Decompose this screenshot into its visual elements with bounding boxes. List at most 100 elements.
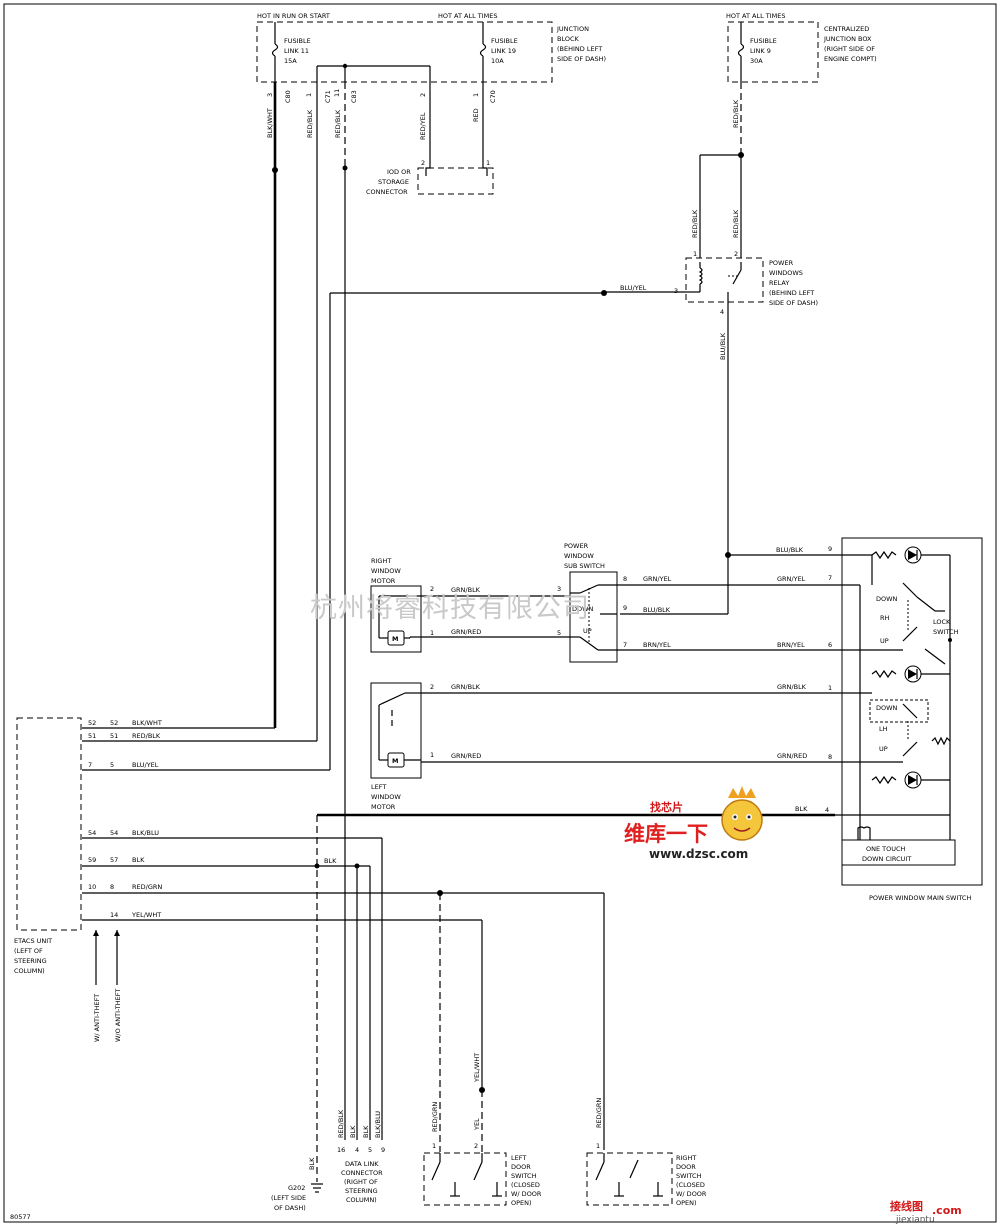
ld-label-3: SWITCH [511, 1172, 537, 1180]
relay-pin-4: 4 [720, 308, 724, 316]
weiku-watermark: 维库一下 [624, 822, 708, 846]
fl9-line3: 30A [750, 57, 763, 65]
sub-pin-9: 9 [623, 604, 627, 612]
gnd-label-2: (LEFT SIDE [271, 1194, 306, 1202]
wire-label-red: RED [472, 108, 480, 122]
dlc-label-1: DATA LINK [345, 1160, 379, 1168]
etacs-row5-b: 57 [110, 856, 118, 864]
main-pin-4: 4 [825, 806, 829, 814]
hot-all-times-label-2: HOT AT ALL TIMES [726, 12, 786, 20]
mascot-icon [721, 799, 763, 841]
rwm-pin-2: 2 [430, 585, 434, 593]
right-door-switch: 1 RIGHT DOOR SWITCH (CLOSED W/ DOOR OPEN… [586, 1142, 707, 1207]
lwm-pin-1: 1 [430, 751, 434, 759]
etacs-row1-b: 52 [110, 719, 118, 727]
etacs-row3-a: 7 [88, 761, 92, 769]
etacs-row4-wire: BLK/BLU [132, 829, 159, 837]
resistor-icon [931, 736, 951, 746]
dlc-wire-1: RED/BLK [337, 1109, 345, 1138]
dlc-label-5: COLUMN) [346, 1196, 377, 1204]
sub-pin-7: 7 [623, 641, 627, 649]
rd-label-3: SWITCH [676, 1172, 702, 1180]
one-touch-label-2: DOWN CIRCUIT [862, 855, 911, 863]
resistor-icon [871, 669, 897, 679]
wire-label-yel-wht-v: YEL/WHT [473, 1053, 481, 1083]
lh-label: LH [879, 725, 888, 733]
power-windows-relay: 1 2 3 4 POWER WINDOWS RELAY (BEHIND LEFT… [674, 250, 818, 316]
main-switch-label: POWER WINDOW MAIN SWITCH [869, 894, 971, 902]
main-pin-6: 6 [828, 641, 832, 649]
iod-connector [417, 167, 494, 195]
etacs-pins: 52 52 BLK/WHT 51 51 RED/BLK 7 5 BLU/YEL … [88, 719, 162, 919]
ld-label-1: LEFT [511, 1154, 526, 1162]
dlc-wire-3: BLK [362, 1125, 370, 1138]
power-window-sub-switch: POWER WINDOW SUB SWITCH DOWN UP 3 8 9 5 … [557, 542, 627, 663]
iod-label-3: CONNECTOR [366, 188, 408, 196]
jxt-cn: 接线图 [890, 1199, 923, 1213]
wire-label-grn-blk-r: GRN/BLK [451, 586, 481, 594]
coil-icon [857, 826, 871, 840]
relay-pin-3: 3 [674, 287, 678, 295]
ld-pin-2: 2 [474, 1142, 478, 1150]
arrow-up-icon [114, 930, 120, 936]
iod-label-2: STORAGE [378, 178, 409, 186]
rh-up-label: UP [880, 637, 889, 645]
etacs-row5-a: 59 [88, 856, 96, 864]
lock-switch-label-1: LOCK [933, 618, 951, 626]
wire-label-grn-red-l1: GRN/RED [451, 752, 481, 760]
wire-label-grn-blk-l1: GRN/BLK [451, 683, 481, 691]
jiexiantu-watermark: 接线图 .com jiexiantu [890, 1199, 962, 1225]
wire-label-yel: YEL [473, 1118, 481, 1131]
c70-label: C70 [489, 90, 497, 103]
gnd-label-3: OF DASH) [274, 1204, 306, 1212]
diagram-frame [3, 3, 997, 1223]
c83-label: C83 [350, 90, 358, 103]
sub-up-label: UP [583, 627, 592, 635]
company-watermark: 杭州将睿科技有限公司 [310, 593, 590, 624]
jxt-dot: .com [932, 1204, 962, 1217]
etacs-row1-a: 52 [88, 719, 96, 727]
cjb-line4: ENGINE COMPT) [824, 55, 877, 63]
power-window-main-switch: POWER WINDOW MAIN SWITCH 9 7 6 1 8 4 DOW… [825, 537, 983, 902]
fl11-line2: LINK 11 [284, 47, 309, 55]
wire-label-blu-yel-1: BLU/YEL [620, 284, 647, 292]
rd-label-1: RIGHT [676, 1154, 696, 1162]
wire-label-red-yel: RED/YEL [419, 112, 427, 140]
etacs-row4-b: 54 [110, 829, 118, 837]
left-door-switch: 1 2 LEFT DOOR SWITCH (CLOSED W/ DOOR OPE… [423, 1142, 542, 1207]
wire-label-grn-red-l2: GRN/RED [777, 752, 807, 760]
dlc-pin-9: 9 [381, 1146, 385, 1154]
relay-label-1: POWER [769, 259, 794, 267]
dlc-label-4: STEERING [345, 1187, 378, 1195]
dzsc-url-watermark: www.dzsc.com [649, 847, 748, 861]
etacs-row7-wire: YEL/WHT [131, 911, 161, 919]
hot-run-start-label: HOT IN RUN OR START [257, 12, 330, 20]
etacs-label-4: COLUMN) [14, 967, 45, 975]
etacs-row2-b: 51 [110, 732, 118, 740]
findchip-watermark: 找芯片 [650, 800, 683, 814]
jb-connectors: 3 C80 1 C71 11 C83 2 1 C70 [266, 89, 497, 103]
iod-label-1: IOD OR [387, 168, 411, 176]
one-touch-circuit [841, 839, 956, 866]
switch-contact-icon [595, 1161, 605, 1181]
wire-label-red-blk-4: RED/BLK [691, 209, 699, 238]
diagram-id: 80577 [10, 1213, 31, 1221]
left-window-motor: M 2 1 LEFT WINDOW MOTOR [370, 682, 434, 811]
svg-text:M: M [392, 635, 398, 643]
jb-pin-1b: 1 [472, 93, 480, 97]
jxt-url: jiexiantu [895, 1215, 935, 1225]
switch-contact-icon [473, 1161, 483, 1181]
etacs-row7-b: 14 [110, 911, 118, 919]
relay-coil-icon [698, 267, 703, 285]
switch-contact-icon [431, 1161, 441, 1181]
dlc-label-3: (RIGHT OF [344, 1178, 378, 1186]
wire-label-blu-blk-2: BLU/BLK [776, 546, 804, 554]
lwm-label-3: MOTOR [371, 803, 396, 811]
wire-label-blk-wht: BLK/WHT [266, 108, 274, 138]
fl19-line3: 10A [491, 57, 504, 65]
fl9-line1: FUSIBLE [750, 37, 777, 45]
etacs-label-3: STEERING [14, 957, 47, 965]
iod-pin-1: 1 [486, 159, 490, 167]
jb-line2: BLOCK [557, 35, 580, 43]
